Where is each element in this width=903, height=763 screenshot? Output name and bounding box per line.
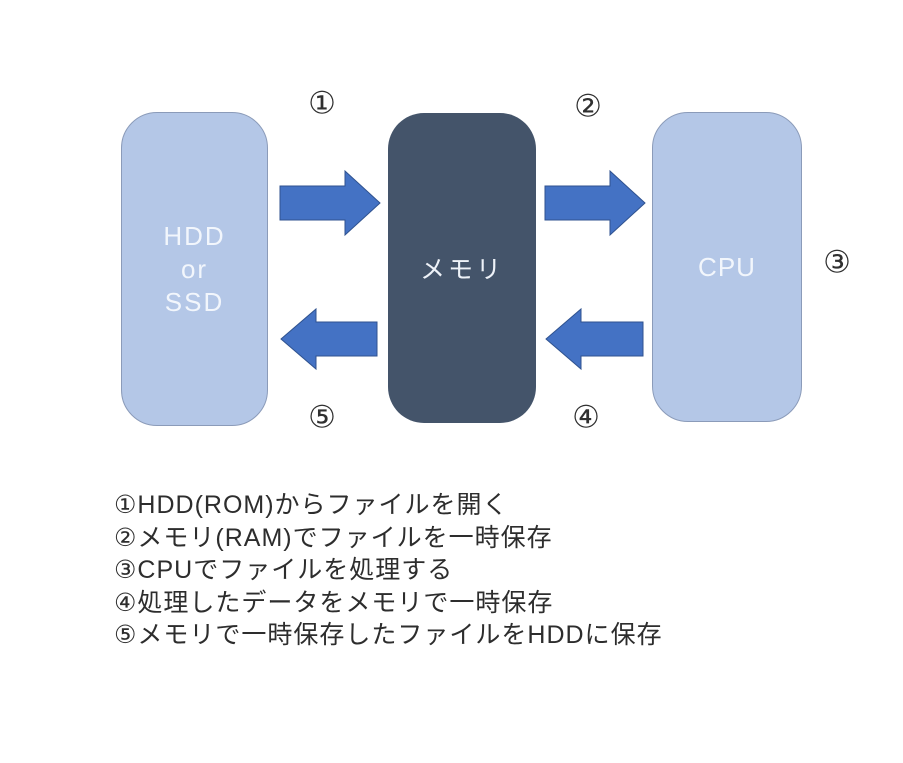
node-storage: HDD or SSD — [121, 112, 268, 426]
arrow-cpu-to-memory-icon — [545, 307, 644, 371]
arrow-storage-to-memory-icon — [279, 169, 381, 237]
node-label-cpu: CPU — [698, 251, 756, 282]
node-label-memory: メモリ — [419, 256, 504, 284]
node-memory: メモリ — [388, 113, 536, 423]
step-marker-1: ① — [308, 85, 336, 121]
node-label-storage: HDD or SSD — [163, 220, 226, 317]
arrow-memory-to-storage-icon — [280, 307, 378, 371]
legend-line-3: ③CPUでファイルを処理する — [114, 556, 454, 584]
step-marker-4: ④ — [572, 399, 600, 435]
legend-line-1: ①HDD(ROM)からファイルを開く — [114, 491, 509, 519]
step-marker-2: ② — [574, 88, 602, 124]
step-marker-5: ⑤ — [308, 399, 336, 435]
node-cpu: CPU — [652, 112, 802, 422]
legend-line-2: ②メモリ(RAM)でファイルを一時保存 — [114, 523, 553, 552]
arrow-memory-to-cpu-icon — [544, 169, 646, 237]
legend-line-5: ⑤メモリで一時保存したファイルをHDDに保存 — [114, 621, 663, 649]
legend-line-4: ④処理したデータをメモリで一時保存 — [114, 588, 554, 617]
step-marker-3: ③ — [823, 244, 851, 280]
legend: ①HDD(ROM)からファイルを開く ②メモリ(RAM)でファイルを一時保存 ③… — [114, 489, 663, 652]
